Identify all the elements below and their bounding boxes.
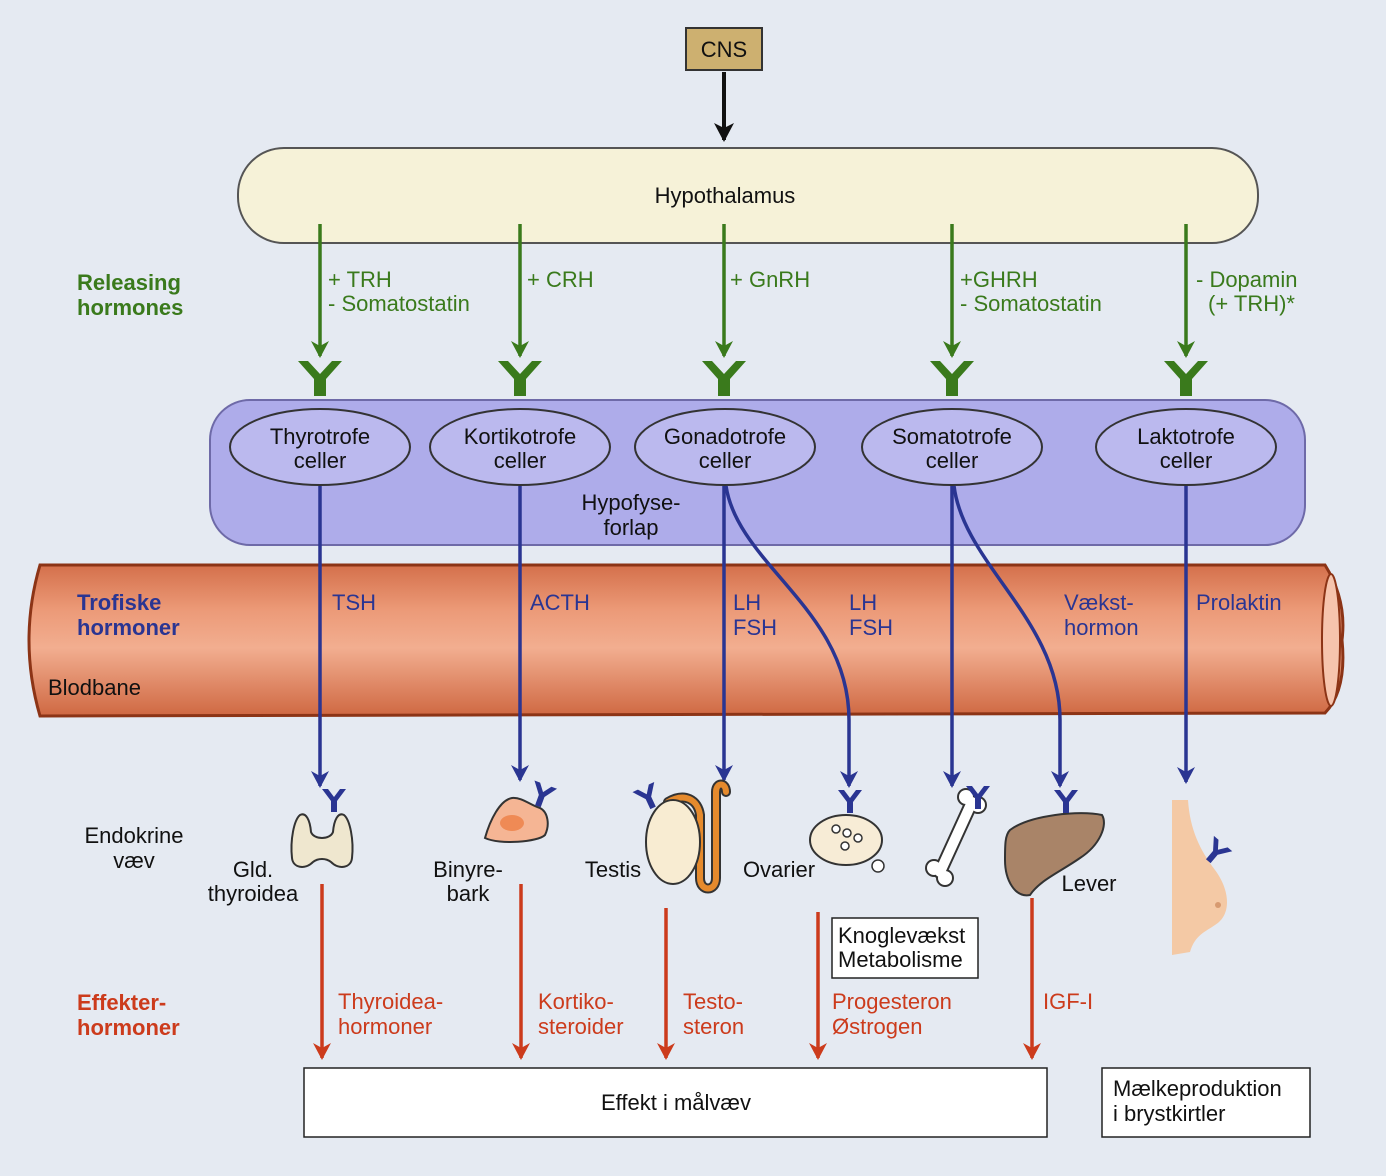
cns-label: CNS: [701, 37, 747, 62]
cell-label: celler: [294, 448, 347, 473]
receptor-icon: [534, 780, 558, 808]
bone-effect-label: Metabolisme: [838, 947, 963, 972]
thyroid-gland-icon: [290, 813, 354, 868]
receptor-icon: [1205, 835, 1233, 864]
releasing-hormone-label: +GHRH: [960, 267, 1038, 292]
milk-effect-label: i brystkirtler: [1113, 1101, 1225, 1126]
bone-icon: [925, 788, 987, 887]
effector-hormone-label: steron: [683, 1014, 744, 1039]
lactotroph-cells: [1095, 408, 1277, 486]
gonadotroph-cells: [634, 408, 816, 486]
releasing-receptor-icon: [702, 361, 746, 396]
releasing-receptor-icon: [1164, 361, 1208, 396]
releasing-row-label: Releasing: [77, 270, 181, 295]
effector-hormone-label: hormoner: [338, 1014, 432, 1039]
releasing-hormone-label: (+ TRH)*: [1208, 291, 1295, 316]
releasing-receptor-icon: [498, 361, 542, 396]
testis-icon: [645, 779, 731, 894]
trophic-hormone-label: TSH: [332, 590, 376, 615]
cell-label: Thyrotrofe: [270, 424, 370, 449]
liver-icon: [1003, 812, 1105, 897]
trophic-arrow-lh-fsh-ovary: [724, 485, 858, 788]
receptor-icon: [1054, 790, 1078, 813]
releasing-receptor-icon: [298, 361, 342, 396]
releasing-hormone-label: - Somatostatin: [328, 291, 470, 316]
tissue-label: Ovarier: [743, 857, 815, 882]
thyrotroph-cells: [229, 408, 411, 486]
trophic-hormone-label: FSH: [849, 615, 893, 640]
endocrine-row-label: væv: [113, 848, 155, 873]
tissue-label: Lever: [1061, 871, 1116, 896]
breast-icon: [1172, 800, 1228, 955]
releasing-receptor-icon: [930, 361, 974, 396]
milk-effect-label: Mælkeproduktion: [1113, 1076, 1282, 1101]
releasing-hormone-label: - Dopamin: [1196, 267, 1297, 292]
tissue-label: Testis: [585, 857, 641, 882]
target-effect-label: Effekt i målvæv: [601, 1090, 751, 1115]
trophic-hormone-label: LH: [733, 590, 761, 615]
effector-hormone-label: Østrogen: [832, 1014, 923, 1039]
cns-box: [685, 27, 763, 71]
cell-label: Laktotrofe: [1137, 424, 1235, 449]
corticotroph-cells: [429, 408, 611, 486]
trophic-row-label: hormoner: [77, 615, 180, 640]
cell-label: celler: [1160, 448, 1213, 473]
releasing-hormone-label: + CRH: [527, 267, 594, 292]
trophic-hormone-label: LH: [849, 590, 877, 615]
blood-vessel: [27, 563, 1345, 718]
receptor-icon: [838, 790, 862, 813]
cell-label: Kortikotrofe: [464, 424, 577, 449]
effector-row-label: hormoner: [77, 1015, 180, 1040]
cell-label: celler: [926, 448, 979, 473]
tissue-label: Gld.: [233, 857, 273, 882]
trophic-hormone-label: FSH: [733, 615, 777, 640]
releasing-row-label: hormones: [77, 295, 183, 320]
trophic-hormone-label: Vækst-: [1064, 590, 1134, 615]
milk-effect-box: [1101, 1067, 1311, 1138]
effector-hormone-label: Testo-: [683, 989, 743, 1014]
releasing-hormone-label: - Somatostatin: [960, 291, 1102, 316]
effector-hormone-label: Progesteron: [832, 989, 952, 1014]
hypothalamus-box: [237, 147, 1259, 244]
effector-hormone-label: steroider: [538, 1014, 624, 1039]
endocrine-row-label: Endokrine: [84, 823, 183, 848]
adrenal-cortex-icon: [483, 796, 549, 843]
releasing-hormone-label: + GnRH: [730, 267, 810, 292]
effector-row-label: Effekter-: [77, 990, 166, 1015]
cell-label: Somatotrofe: [892, 424, 1012, 449]
cell-label: Gonadotrofe: [664, 424, 786, 449]
ovary-icon: [809, 814, 885, 873]
trophic-hormone-label: Prolaktin: [1196, 590, 1282, 615]
effector-hormone-label: Kortiko-: [538, 989, 614, 1014]
target-effect-box: [303, 1067, 1048, 1138]
hypothalamus-label: Hypothalamus: [655, 183, 796, 208]
receptor-icon: [966, 786, 990, 809]
somatotroph-cells: [861, 408, 1043, 486]
receptor-icon: [632, 781, 656, 810]
effector-hormone-label: Thyroidea-: [338, 989, 443, 1014]
trophic-row-label: Trofiske: [77, 590, 161, 615]
tissue-label: thyroidea: [208, 881, 299, 906]
effector-hormone-label: IGF-I: [1043, 989, 1093, 1014]
pituitary-label: Hypofyse-: [581, 490, 680, 515]
trophic-hormone-label: ACTH: [530, 590, 590, 615]
pituitary-label: forlap: [603, 515, 658, 540]
cell-label: celler: [494, 448, 547, 473]
blood-vessel-opening: [1321, 573, 1341, 707]
receptor-icon: [322, 789, 346, 812]
releasing-hormone-label: + TRH: [328, 267, 392, 292]
bone-effect-box: [831, 917, 979, 979]
bone-effect-label: Knoglevækst: [838, 923, 965, 948]
bloodstream-label: Blodbane: [48, 675, 141, 700]
trophic-arrow-growth-hormone-liver: [952, 485, 1069, 788]
trophic-hormone-label: hormon: [1064, 615, 1139, 640]
tissue-label: bark: [447, 881, 491, 906]
cell-label: celler: [699, 448, 752, 473]
tissue-label: Binyre-: [433, 857, 503, 882]
